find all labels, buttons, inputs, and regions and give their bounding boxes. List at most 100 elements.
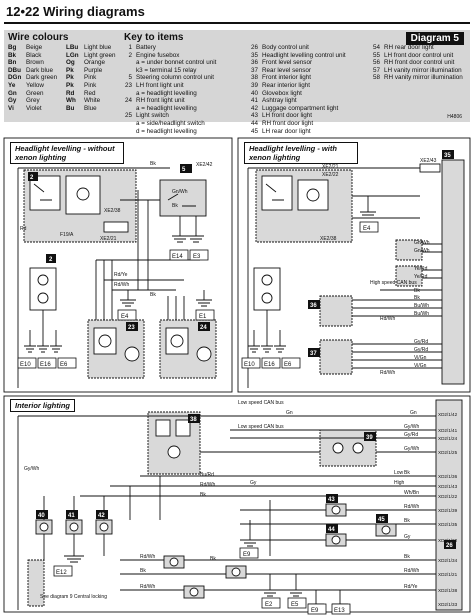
item-tag: 45 (378, 517, 385, 523)
earth-label: E4 (121, 314, 129, 320)
connector-label: XD2/1/36 (438, 474, 458, 479)
connector-label: XD2/1/25 (438, 450, 458, 455)
key-text: RH vanity mirror illumination (384, 74, 463, 82)
earth-label: E10 (244, 362, 255, 368)
key-number: 1 (128, 44, 132, 51)
wire-label: Rd/Ye (114, 272, 128, 278)
connector-label: XD2/1/39 (438, 508, 458, 513)
wire-colour-name2: Light green (84, 51, 116, 59)
item-tag: 5 (182, 167, 186, 173)
wire-colour-code2: Pk (66, 74, 74, 82)
key-text: RH rear door light (384, 44, 434, 51)
key-number: 26 (250, 44, 258, 51)
key-title: Key to items (124, 32, 184, 43)
key-number: 39 (250, 81, 258, 89)
wire-label: Bk (150, 292, 156, 298)
panel-frame-1 (3, 137, 233, 393)
key-number: 24 (124, 97, 132, 105)
key-row: a = headlight levelling (116, 90, 216, 98)
connector-label: XE2/22 (322, 172, 339, 178)
can-low-label-1: Low speed CAN bus (238, 400, 284, 406)
page-title: 12•22 Wiring diagrams (6, 4, 145, 19)
wire-colours-title: Wire colours (8, 32, 69, 43)
key-text: Glovebox light (262, 89, 302, 97)
wire-label: Rd/Wh (404, 504, 420, 510)
key-number: 38 (250, 74, 258, 82)
earth-label: E9 (311, 608, 319, 614)
earth-label: E16 (40, 362, 51, 368)
connector-label: XD2/1/34 (438, 558, 458, 563)
connector-label: XE2/21 (100, 236, 117, 242)
connector-label: XD2/1/35 (438, 522, 458, 527)
key-number: 23 (124, 81, 132, 89)
panel-title-2: Headlight levelling - with xenon lightin… (244, 142, 358, 164)
connector-label: XD2/1/22 (438, 494, 458, 499)
key-text: LH front door control unit (384, 51, 454, 59)
wire-label: Rd (20, 226, 27, 232)
wire-colour-code: DBu (8, 66, 21, 74)
page-header: 12•22 Wiring diagrams (4, 2, 470, 24)
relay-k3 (29, 175, 61, 211)
wire-label: Gn/Wh (414, 240, 430, 246)
battery-1 (29, 267, 57, 311)
key-number: 45 (250, 127, 258, 135)
earth-label: E6 (284, 362, 292, 368)
item-tag: 43 (328, 497, 335, 503)
key-row: k3 = terminal 15 relay (116, 67, 216, 75)
wire-colour-name2: White (84, 97, 101, 105)
key-text: Steering column control unit (136, 74, 215, 82)
wire-label: Bk (150, 161, 156, 167)
connector-label: XE2/38 (320, 236, 337, 242)
wire-label: Gn/Wh (414, 248, 430, 254)
wire-colour-code: Vi (8, 104, 14, 112)
key-row: a = under bonnet control unit (116, 59, 216, 67)
wire-colour-code: Bg (8, 44, 17, 51)
wire-label: Vi/Gn (414, 355, 427, 361)
wire-colour-code: Gn (8, 89, 17, 97)
key-text: Body control unit (262, 44, 309, 51)
earth-label: E1 (199, 314, 207, 320)
key-number: 42 (250, 104, 258, 112)
body-control-unit-26 (435, 399, 463, 611)
wire-label: Wh/Bn (404, 490, 419, 496)
earth-label: E3 (193, 254, 201, 260)
key-text: a = side/headlight switch (136, 119, 205, 127)
wire-colour-name: Violet (26, 104, 42, 112)
wire-label: Gn (410, 410, 417, 416)
key-text: a = under bonnet control unit (136, 59, 217, 67)
wire-label: Rd/Wh (140, 584, 156, 590)
panel-frame-3 (3, 395, 471, 613)
fuse-label: F19/A (60, 232, 74, 238)
wire-colour-name: Beige (26, 44, 43, 51)
item-tag: 39 (366, 435, 373, 441)
wire-label: Gn/Wh (172, 189, 188, 195)
wire-label: Rd/Ye (404, 584, 418, 590)
wire-colour-code: Bk (8, 51, 17, 59)
battery-1-xenon (253, 267, 281, 311)
item-tag: 2 (49, 257, 53, 263)
wire-label: Bk (172, 203, 178, 209)
wire-label: Bk (404, 554, 410, 560)
key-row: a = headlight levelling (116, 105, 216, 113)
key-row: 26 Body control unit (242, 44, 346, 52)
earth-label: E14 (172, 254, 183, 260)
low-label: Low (394, 470, 404, 476)
high-label: High (394, 480, 405, 486)
wire-colour-name2: Light blue (84, 44, 112, 51)
